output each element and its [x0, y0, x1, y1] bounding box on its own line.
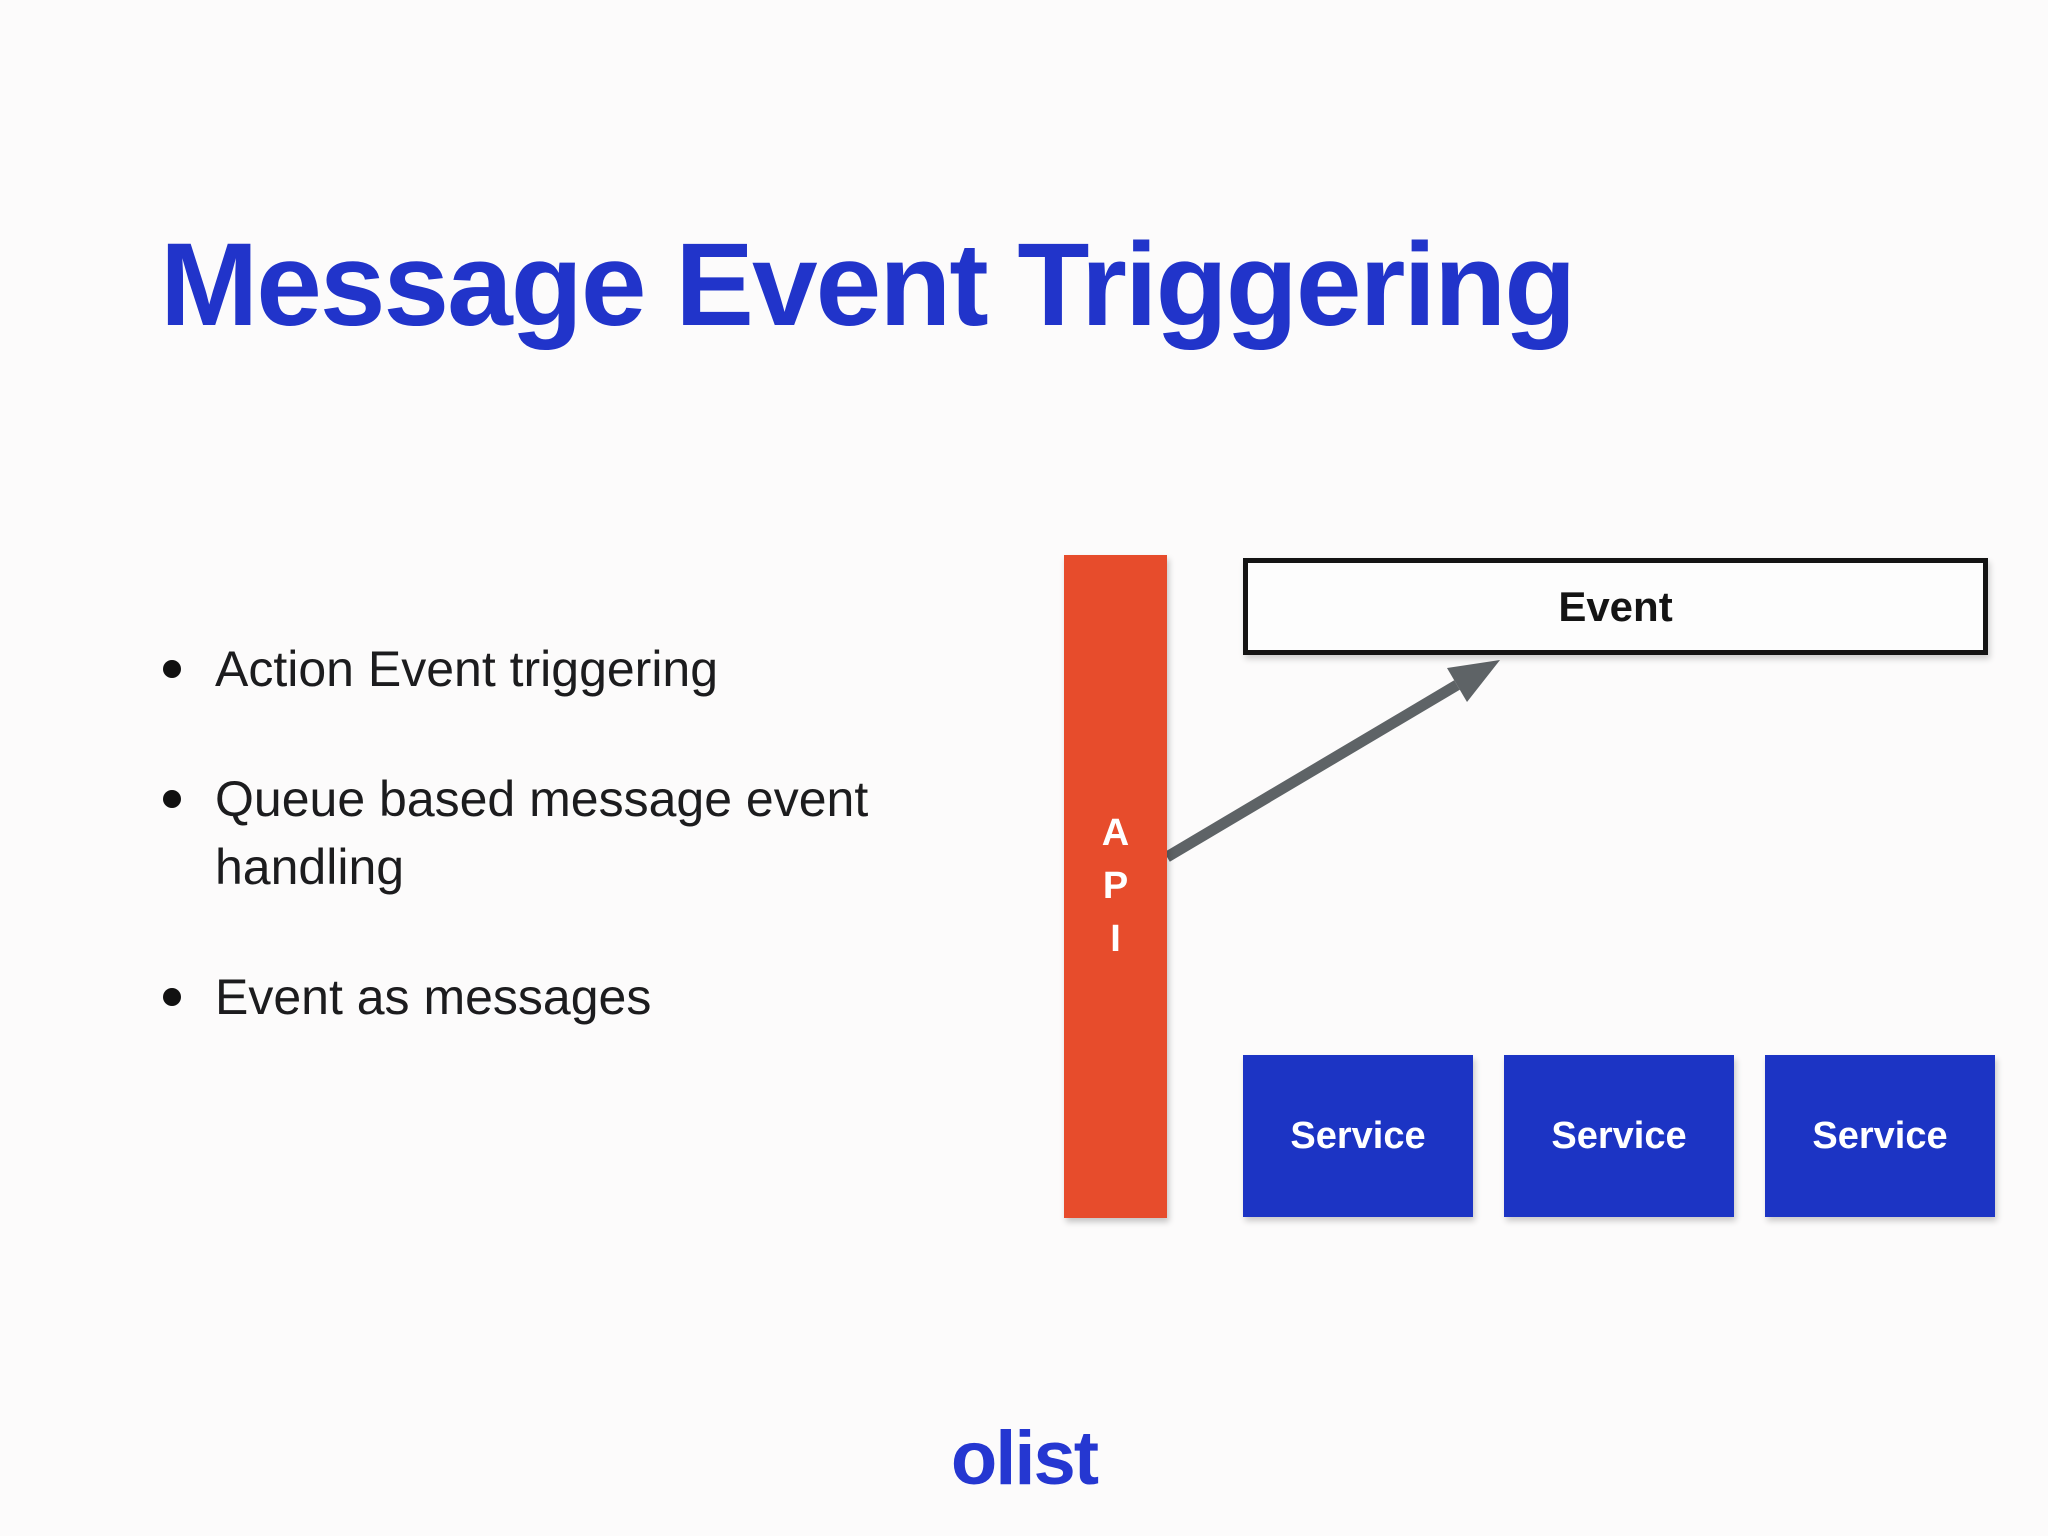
- service-box-label: Service: [1812, 1114, 1948, 1157]
- list-item: Action Event triggering: [150, 635, 1000, 703]
- event-box: Event: [1243, 558, 1988, 655]
- service-box-label: Service: [1551, 1114, 1687, 1157]
- service-box-3: Service: [1765, 1055, 1995, 1217]
- bullet-text-action-event: Action Event triggering: [215, 641, 719, 697]
- event-box-label: Event: [1558, 582, 1673, 630]
- bullet-text-event-as-messages: Event as messages: [215, 969, 652, 1025]
- bullet-dot-icon: [163, 660, 181, 678]
- service-box-label: Service: [1290, 1114, 1426, 1157]
- list-item: Event as messages: [150, 963, 1000, 1031]
- bullet-dot-icon: [163, 790, 181, 808]
- page-title: Message Event Triggering: [160, 219, 1576, 352]
- service-box-2: Service: [1504, 1055, 1734, 1217]
- list-item: Queue based message event handling: [150, 765, 1000, 901]
- api-bar-label: A P I: [1101, 812, 1130, 960]
- service-box-1: Service: [1243, 1055, 1473, 1217]
- bullet-list: Action Event triggering Queue based mess…: [150, 635, 1000, 1093]
- api-bar: A P I: [1064, 555, 1167, 1218]
- olist-logo: olist: [950, 1416, 1099, 1501]
- bullet-dot-icon: [163, 988, 181, 1006]
- bullet-text-queue-based: Queue based message event handling: [215, 771, 869, 895]
